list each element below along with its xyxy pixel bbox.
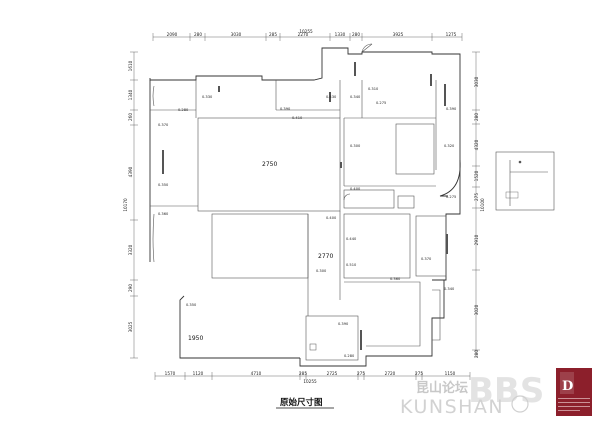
bottom-dim-9: 1150 xyxy=(445,371,456,376)
watermark-seal-letter: D xyxy=(562,379,573,394)
level-d: 0.390 xyxy=(280,107,291,111)
top-dim-6: 1330 xyxy=(335,32,346,37)
top-dim-3: 3030 xyxy=(231,32,242,37)
level-m: 0.350 xyxy=(158,183,169,187)
left-dim-1: 1610 xyxy=(128,60,133,71)
level-f: 0.430 xyxy=(326,95,337,99)
top-total-dimension: 10255 xyxy=(299,29,313,34)
watermark-seal xyxy=(556,368,592,416)
level-h: 0.275 xyxy=(376,101,386,105)
level-q: 0.510 xyxy=(346,263,357,267)
level-z: 0.275 xyxy=(446,195,456,199)
level-a: 0.280 xyxy=(178,108,189,112)
top-dimension-chain: 10255 2090 280 3030 285 2270 1330 280 39… xyxy=(152,29,463,41)
wall-outline xyxy=(149,43,461,367)
drawing-title: 原始尺寸图 xyxy=(280,397,323,408)
level-c: 0.370 xyxy=(158,123,169,127)
top-dim-1: 2090 xyxy=(167,32,178,37)
level-s: 0.340 xyxy=(444,287,455,291)
bottom-dim-8: 275 xyxy=(415,371,423,376)
left-dim-7: 3025 xyxy=(128,321,133,332)
bottom-total-dimension: 10255 xyxy=(303,379,317,384)
right-dim-3: 4320 xyxy=(474,139,479,150)
left-dimension-chain: 10170 1610 1340 260 4390 3320 290 3025 xyxy=(123,51,138,359)
top-dim-5: 2270 xyxy=(298,32,309,37)
level-b: 0.330 xyxy=(202,95,213,99)
right-dim-1: 3030 xyxy=(474,76,479,87)
level-markers: 0.280 0.330 0.370 0.390 0.410 0.430 0.34… xyxy=(158,87,457,358)
watermark-cn: 昆山论坛 xyxy=(416,380,468,396)
top-dim-2: 280 xyxy=(194,32,202,37)
top-dim-8: 3925 xyxy=(393,32,404,37)
level-v: 0.280 xyxy=(344,354,355,358)
watermark-bbs: BBS xyxy=(468,371,544,411)
right-dim-5: 275 xyxy=(474,193,479,201)
level-u: 0.390 xyxy=(338,322,349,326)
right-dimension-chain: 10100 3030 280 4320 1520 275 2910 3020 2… xyxy=(472,51,485,358)
level-r: 0.370 xyxy=(421,257,432,261)
level-x: 0.360 xyxy=(390,277,401,281)
level-n: 0.360 xyxy=(158,212,169,216)
top-dim-7: 280 xyxy=(352,32,360,37)
left-total-dimension: 10170 xyxy=(123,198,128,212)
level-k: 0.320 xyxy=(444,144,455,148)
living-width-label: 2750 xyxy=(262,161,277,168)
level-i: 0.310 xyxy=(368,87,379,91)
level-e: 0.410 xyxy=(292,116,303,120)
left-dim-6: 290 xyxy=(128,284,133,292)
right-dim-7: 3020 xyxy=(474,304,479,315)
bottom-dim-2: 1120 xyxy=(193,371,204,376)
fixture-marks xyxy=(162,62,448,351)
level-p: 0.440 xyxy=(346,237,357,241)
bottom-dim-1: 1570 xyxy=(165,371,176,376)
bottom-dim-5: 2725 xyxy=(327,371,338,376)
lower-left-width-label: 1950 xyxy=(188,335,203,342)
bottom-dim-4: 285 xyxy=(299,371,307,376)
top-dim-4: 285 xyxy=(269,32,277,37)
left-dim-3: 260 xyxy=(128,113,133,121)
drawing-title-block: 原始尺寸图 xyxy=(276,397,334,409)
level-w: 0.350 xyxy=(186,303,197,307)
right-dim-4: 1520 xyxy=(474,170,479,181)
right-dim-2: 280 xyxy=(474,113,479,121)
room-measurements: 2750 2770 1950 xyxy=(188,161,333,342)
left-dim-5: 3320 xyxy=(128,244,133,255)
right-dim-8: 280 xyxy=(474,350,479,358)
bottom-dim-7: 2720 xyxy=(385,371,396,376)
level-t: 0.300 xyxy=(316,269,327,273)
level-o: 0.400 xyxy=(326,216,337,220)
corridor-width-label: 2770 xyxy=(318,253,333,260)
bottom-dim-6: 275 xyxy=(357,371,365,376)
level-l: 0.300 xyxy=(350,144,361,148)
bottom-dimension-chain: 10255 1570 1120 4710 285 2725 275 2720 2… xyxy=(154,371,471,384)
top-dim-9: 1275 xyxy=(446,32,457,37)
detail-inset xyxy=(495,151,555,211)
level-g: 0.340 xyxy=(350,95,361,99)
level-j: 0.390 xyxy=(446,107,457,111)
watermark-en: KUNSHAN xyxy=(400,396,504,418)
watermark: BBS 昆山论坛 KUNSHAN D xyxy=(400,368,592,418)
level-y: 0.400 xyxy=(350,187,361,191)
bottom-dim-3: 4710 xyxy=(251,371,262,376)
left-dim-4: 4390 xyxy=(128,166,133,177)
left-dim-2: 1340 xyxy=(128,89,133,100)
right-dim-6: 2910 xyxy=(474,234,479,245)
right-total-dimension: 10100 xyxy=(480,198,485,212)
